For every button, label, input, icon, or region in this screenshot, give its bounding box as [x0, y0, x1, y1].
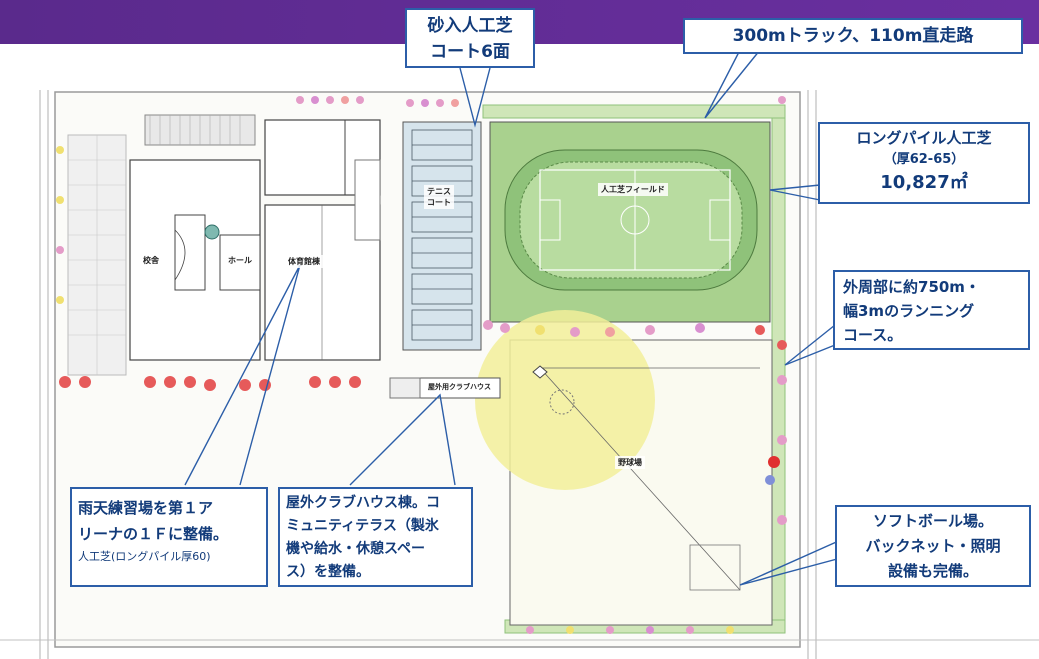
callout-track-text: 300mトラック、110m直走路: [732, 26, 974, 46]
callout-softball-line3: 設備も完備。: [887, 562, 978, 580]
callout-longpile-line2: （厚62-65）: [883, 152, 965, 167]
map-label-tennis-2: コート: [427, 198, 451, 207]
map-label-tennis-1: テニス: [427, 187, 451, 196]
callout-rain-line3: 人工芝(ロングパイル厚60): [78, 550, 211, 563]
callout-sand-courts: 砂入人工芝 コート6面: [405, 8, 535, 68]
callout-rain-line1: 雨天練習場を第１ア: [78, 499, 214, 517]
callout-clubhouse: 屋外クラブハウス棟。コ ミュニティテラス（製氷 機や給水・休憩スペー ス）を整備…: [278, 487, 473, 587]
tree-row-mid: [483, 320, 765, 337]
callout-sand-courts-line1: 砂入人工芝: [427, 16, 513, 36]
callout-clubhouse-line4: ス）を整備。: [286, 564, 370, 580]
map-label-field: 人工芝フィールド: [598, 183, 668, 196]
callout-running: 外周部に約750m・ 幅3mのランニング コース。: [833, 270, 1030, 350]
parking-stalls: [68, 135, 126, 375]
map-label-baseball: 野球場: [615, 456, 645, 469]
map-label-tennis: テニスコート: [424, 185, 454, 209]
callout-clubhouse-line1: 屋外クラブハウス棟。コ: [286, 495, 440, 511]
callout-running-line2: 幅3mのランニング: [843, 302, 975, 320]
softball-infield: [475, 310, 655, 490]
callout-clubhouse-line3: 機や給水・休憩スペー: [286, 541, 426, 557]
callout-rain-line2: リーナの１Ｆに整備。: [78, 525, 229, 543]
callout-softball-line1: ソフトボール場。: [872, 512, 993, 530]
callout-longpile-line3: 10,827㎡: [880, 172, 968, 193]
track-inner: [519, 161, 743, 279]
courtyard-tree: [204, 224, 220, 240]
callout-softball-line2: バックネット・照明: [865, 537, 1001, 555]
callout-longpile: ロングパイル人工芝 （厚62-65） 10,827㎡: [818, 122, 1030, 204]
map-label-gym: 体育館棟: [285, 255, 323, 268]
callout-rain: 雨天練習場を第１ア リーナの１Ｆに整備。 人工芝(ロングパイル厚60): [70, 487, 268, 587]
backnet-area: [689, 544, 741, 591]
tree-row-south: [59, 376, 361, 391]
gym-annex: [354, 159, 381, 241]
map-label-hall: ホール: [225, 254, 255, 267]
tree-row-west: [56, 146, 64, 304]
callout-running-line3: コース。: [843, 326, 903, 344]
callout-longpile-line1: ロングパイル人工芝: [856, 129, 992, 147]
callout-track: 300mトラック、110m直走路: [683, 18, 1023, 54]
tree-row-east: [765, 96, 787, 525]
callout-clubhouse-line2: ミュニティテラス（製氷: [286, 518, 439, 534]
callout-softball: ソフトボール場。 バックネット・照明 設備も完備。: [835, 505, 1031, 587]
tree-row-north: [296, 96, 459, 107]
callout-sand-courts-line2: コート6面: [430, 42, 510, 62]
map-label-clubhouse: 屋外用クラブハウス: [425, 381, 494, 393]
callout-running-line1: 外周部に約750m・: [843, 278, 980, 296]
school-inner: [174, 214, 206, 291]
map-label-school: 校舎: [140, 254, 162, 267]
tennis-area: [402, 121, 482, 351]
tree-row-southedge: [526, 626, 734, 634]
running-course-north: [482, 104, 786, 119]
